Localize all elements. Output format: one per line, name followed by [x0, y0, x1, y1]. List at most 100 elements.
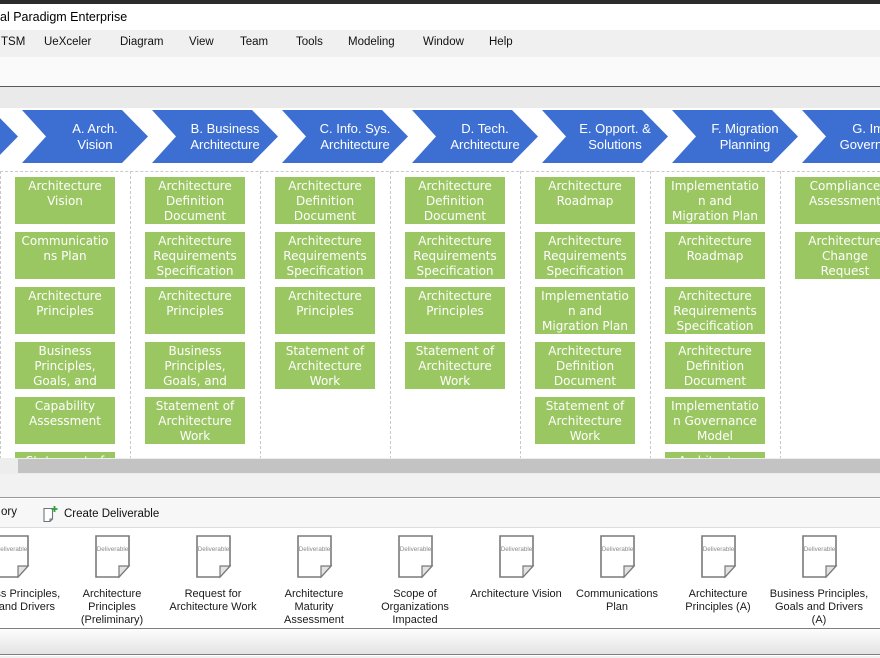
- deliverable-box-label: Architecture Principles: [288, 289, 362, 318]
- diagram-header-strip: [0, 87, 880, 108]
- deliverable-box[interactable]: Architecture Roadmap: [665, 232, 765, 279]
- deliverable-box[interactable]: Architecture Roadmap: [535, 177, 635, 224]
- deliverable-box[interactable]: Business Principles, Goals, and Drivers: [145, 342, 245, 389]
- deliverable-gallery: Deliverable Business Principles, Goals a…: [0, 528, 880, 628]
- status-bar: [0, 628, 880, 655]
- deliverable-box-label: Statement of Architecture Work: [415, 344, 495, 388]
- deliverable-box[interactable]: Architecture Principles: [145, 287, 245, 334]
- phase-chevron[interactable]: D. Tech. Architecture: [412, 110, 538, 163]
- deliverable-document-icon: Deliverable: [801, 535, 837, 579]
- deliverable-box-label: Architecture Definition Document: [158, 179, 232, 223]
- deliverable-box-label: Statement of Architecture Work: [545, 399, 625, 443]
- deliverable-box[interactable]: Architecture Requirements Specification: [405, 232, 505, 279]
- svg-text:Deliverable: Deliverable: [399, 546, 431, 553]
- window-edge: [0, 0, 880, 4]
- svg-text:Deliverable: Deliverable: [601, 546, 633, 553]
- breadcrumb-toolbar: [0, 57, 880, 86]
- svg-text:Deliverable: Deliverable: [298, 546, 330, 553]
- deliverable-box[interactable]: Architecture Definition Document: [665, 342, 765, 389]
- phase-label: A. Arch. Vision: [72, 120, 118, 152]
- menu-item[interactable]: Window: [423, 36, 464, 48]
- scrollbar-thumb[interactable]: [18, 459, 880, 473]
- deliverable-box[interactable]: Statement of Architecture Work: [145, 397, 245, 444]
- gallery-deliverable-item[interactable]: Deliverable Architecture Maturity Assess…: [264, 534, 364, 627]
- panel-tab-cutoff[interactable]: ory: [1, 506, 17, 518]
- gallery-deliverable-item[interactable]: Deliverable Business Principles, Goals a…: [0, 534, 61, 614]
- phase-label: G. Impl. Governance: [839, 120, 880, 152]
- menu-item[interactable]: UeXceler: [44, 36, 92, 48]
- lane-divider: [0, 171, 1, 474]
- deliverable-box[interactable]: Architecture Definition Document: [275, 177, 375, 224]
- phase-chevron[interactable]: B. Business Architecture: [152, 110, 278, 163]
- deliverable-box-label: Architecture Definition Document: [418, 179, 492, 223]
- deliverable-document-icon: Deliverable: [0, 535, 29, 579]
- menu-item[interactable]: Tools: [296, 36, 323, 48]
- deliverable-box-label: Capability Assessment: [29, 399, 101, 428]
- deliverable-box[interactable]: Architecture Change Request: [795, 232, 880, 279]
- menu-item[interactable]: TSM: [1, 36, 26, 48]
- phase-chevron[interactable]: A. Arch. Vision: [22, 110, 148, 163]
- horizontal-scrollbar[interactable]: [0, 458, 880, 474]
- gallery-deliverable-item[interactable]: Deliverable Request for Architecture Wor…: [163, 534, 263, 614]
- gallery-deliverable-item[interactable]: Deliverable Business Principles, Goals a…: [769, 534, 869, 627]
- menu-item[interactable]: View: [189, 36, 214, 48]
- phase-label: D. Tech. Architecture: [450, 120, 520, 152]
- deliverable-box[interactable]: Compliance Assessment: [795, 177, 880, 224]
- deliverable-box[interactable]: Architecture Definition Document: [405, 177, 505, 224]
- deliverable-box[interactable]: Statement of Architecture Work: [405, 342, 505, 389]
- gallery-deliverable-item[interactable]: Deliverable Communications Plan: [567, 534, 667, 614]
- deliverable-box[interactable]: Implementation and Migration Plan: [535, 287, 635, 334]
- deliverable-box[interactable]: Communications Plan: [15, 232, 115, 279]
- deliverable-box[interactable]: Statement of Architecture Work: [535, 397, 635, 444]
- deliverable-box[interactable]: Architecture Principles: [275, 287, 375, 334]
- deliverable-box[interactable]: Architecture Principles: [15, 287, 115, 334]
- svg-text:Deliverable: Deliverable: [0, 546, 27, 553]
- deliverable-box[interactable]: Architecture Definition Document: [145, 177, 245, 224]
- window-bottom-edge: [0, 656, 880, 658]
- deliverable-box[interactable]: Architecture Vision: [15, 177, 115, 224]
- gallery-deliverable-item[interactable]: Deliverable Architecture Principles (Pre…: [62, 534, 162, 627]
- deliverable-box[interactable]: Architecture Definition Document: [535, 342, 635, 389]
- deliverable-box[interactable]: Architecture Requirements Specification: [275, 232, 375, 279]
- phase-chevron[interactable]: G. Impl. Governance: [802, 110, 880, 163]
- deliverable-box[interactable]: Architecture Requirements Specification: [535, 232, 635, 279]
- phase-label: E. Opport. & Solutions: [579, 120, 651, 152]
- menu-bar: TSM UeXceler Diagram View Team Tools Modeling W…: [0, 30, 880, 57]
- phase-chevron[interactable]: C. Info. Sys. Architecture: [282, 110, 408, 163]
- menu-item[interactable]: Modeling: [348, 36, 395, 48]
- deliverable-box[interactable]: Architecture Principles: [405, 287, 505, 334]
- phase-chevron[interactable]: F. Migration Planning: [672, 110, 798, 163]
- deliverable-box-label: Communications Plan: [21, 234, 109, 263]
- deliverable-panel-toolbar: ory Create Deliverable: [0, 499, 880, 528]
- deliverable-box[interactable]: Statement of Architecture Work: [275, 342, 375, 389]
- menu-item[interactable]: Diagram: [120, 36, 164, 48]
- deliverable-box-label: Architecture Definition Document: [548, 344, 622, 388]
- deliverable-box[interactable]: Architecture Requirements Specification: [145, 232, 245, 279]
- deliverable-box[interactable]: Implementation Governance Model: [665, 397, 765, 444]
- deliverable-box-label: Architecture Principles: [28, 289, 102, 318]
- deliverable-box[interactable]: Implementation and Migration Plan: [665, 177, 765, 224]
- deliverable-box-label: Statement of Architecture Work: [285, 344, 365, 388]
- window-title: al Paradigm Enterprise: [0, 10, 128, 24]
- create-deliverable-button[interactable]: Create Deliverable: [36, 502, 165, 525]
- gallery-item-label: Architecture Maturity Assessment: [284, 588, 344, 626]
- adm-diagram-canvas: Architecture Vision Communications Plan …: [0, 108, 880, 474]
- deliverable-box[interactable]: Business Principles, Goals, and Drivers: [15, 342, 115, 389]
- gallery-deliverable-item[interactable]: Deliverable Architecture Vision: [466, 534, 566, 601]
- menu-item[interactable]: Team: [240, 36, 269, 48]
- phase-chevron[interactable]: E. Opport. & Solutions: [542, 110, 668, 163]
- deliverable-box-label: Compliance Assessment: [809, 179, 880, 208]
- phase-label: F. Migration Planning: [711, 120, 779, 152]
- deliverable-box[interactable]: Capability Assessment: [15, 397, 115, 444]
- deliverable-box[interactable]: Architecture Requirements Specification: [665, 287, 765, 334]
- phase-label: C. Info. Sys. Architecture: [319, 120, 391, 152]
- menu-item[interactable]: Help: [489, 36, 513, 48]
- deliverable-document-icon: Deliverable: [397, 535, 433, 579]
- lane-divider: [520, 171, 521, 474]
- gallery-deliverable-item[interactable]: Deliverable Architecture Principles (A): [668, 534, 768, 614]
- gallery-deliverable-item[interactable]: Deliverable Scope of Organizations Impac…: [365, 534, 465, 627]
- phase-chevron-partial[interactable]: [0, 110, 18, 163]
- deliverable-box-label: Business Principles, Goals, and Drivers: [163, 344, 227, 388]
- deliverable-box-label: Architecture Requirements Specification: [153, 234, 237, 278]
- lane-top-border: [0, 171, 880, 172]
